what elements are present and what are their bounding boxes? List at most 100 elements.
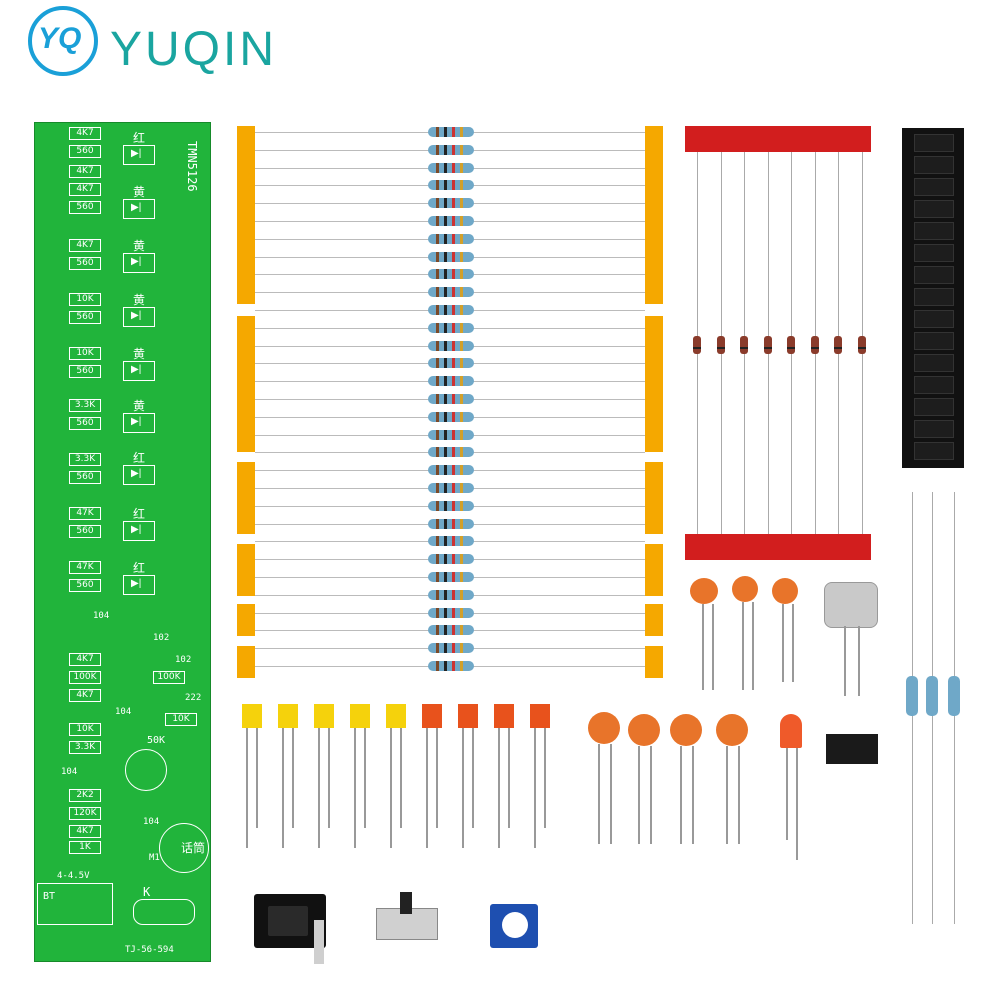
diode (740, 336, 748, 354)
diode (716, 336, 725, 354)
pcb-resistor-label: 10K (165, 713, 197, 726)
diode (787, 336, 795, 354)
carrier-pocket (914, 398, 954, 416)
slide-switch-knob (400, 892, 412, 914)
led-footprint (123, 521, 155, 541)
resistor-tape-right (645, 316, 663, 452)
carrier-pocket (914, 310, 954, 328)
pcb-resistor-label: 47K (69, 561, 101, 574)
pcb-resistor-label: 560 (69, 257, 101, 270)
resistor (428, 322, 474, 333)
square-led (242, 704, 262, 728)
led-lead (364, 728, 366, 828)
led-color-label: 红 (133, 451, 146, 465)
pcb-resistor-label: 4K7 (69, 689, 101, 702)
led-lead (328, 728, 330, 828)
resistor (428, 394, 474, 404)
resistor (428, 198, 474, 209)
led-lead (498, 728, 500, 848)
power-label: 4-4.5V (57, 871, 90, 881)
cap-lead (650, 746, 652, 844)
led-lead (534, 728, 536, 848)
carrier-pocket (914, 222, 954, 240)
carrier-pocket (914, 288, 954, 306)
resistor (428, 554, 474, 565)
resistor (428, 518, 474, 529)
led-lead (246, 728, 248, 848)
pot-footprint (125, 749, 167, 791)
cap-lead (692, 746, 694, 844)
resistor (428, 144, 474, 155)
carrier-pocket (914, 266, 954, 284)
pcb-resistor-label: 120K (69, 807, 101, 820)
pcb-resistor-label: 560 (69, 579, 101, 592)
pcb-resistor-label: 4K7 (69, 165, 101, 178)
diode-tape-bottom (685, 534, 871, 560)
resistor (428, 607, 474, 618)
ceramic-capacitor (588, 712, 620, 744)
cap-lead (792, 604, 794, 682)
pcb-resistor-label: 3.3K (69, 453, 101, 466)
dc-jack-opening (268, 906, 308, 936)
pcb-resistor-label: 560 (69, 145, 101, 158)
cap-label: 104 (143, 817, 160, 827)
diode (763, 336, 772, 354)
pcb-resistor-label: 4K7 (69, 239, 101, 252)
resistor (926, 676, 938, 716)
square-led (278, 704, 298, 728)
cap-lead (610, 744, 612, 844)
battery-footprint (37, 883, 113, 925)
pcb-resistor-label: 3.3K (69, 741, 101, 754)
cap-label: 104 (61, 767, 78, 777)
square-led (314, 704, 334, 728)
ceramic-capacitor (716, 714, 748, 746)
cap-lead (598, 744, 600, 844)
resistor (428, 251, 474, 262)
resistor (428, 661, 474, 671)
resistor (428, 411, 474, 422)
carrier-pocket (914, 134, 954, 152)
part-number: TJ-56-594 (125, 945, 174, 955)
carrier-pocket (914, 354, 954, 372)
carrier-pocket (914, 376, 954, 394)
carrier-pocket (914, 244, 954, 262)
led-lead (282, 728, 284, 848)
pcb-resistor-label: 4K7 (69, 183, 101, 196)
mic-lead (858, 626, 860, 696)
resistor (428, 572, 474, 582)
led-color-label: 黄 (133, 347, 146, 361)
resistor (428, 483, 474, 493)
square-led (422, 704, 442, 728)
resistor (428, 127, 474, 137)
pcb-resistor-label: 100K (69, 671, 101, 684)
resistor (428, 216, 474, 226)
diode-tape-top (685, 126, 871, 152)
led-color-label: 红 (133, 507, 146, 521)
resistor-tape-right (645, 126, 663, 304)
resistor (428, 589, 474, 600)
carrier-pocket (914, 200, 954, 218)
resistor (428, 643, 474, 654)
cap-lead (638, 746, 640, 844)
resistor (428, 465, 474, 476)
pcb-board: TMN5126 4K7 560 4K7 4K7 560 4K7 560 10K … (34, 122, 211, 962)
led-lead (400, 728, 402, 828)
resistor (428, 429, 474, 440)
cap-lead (742, 602, 744, 690)
led-lead (354, 728, 356, 848)
square-led (458, 704, 478, 728)
brand-name: YUQIN (110, 23, 278, 76)
diode (810, 336, 819, 354)
led-color-label: 红 (133, 561, 146, 575)
pot-label: 50K (147, 735, 166, 746)
pcb-resistor-label: 560 (69, 417, 101, 430)
pcb-model-label: TMN5126 (185, 141, 199, 192)
resistor (428, 233, 474, 244)
component-carrier-tape (902, 128, 964, 468)
ceramic-capacitor (628, 714, 660, 746)
switch-footprint (133, 899, 195, 925)
resistor (428, 536, 474, 547)
resistor-tape-left (237, 544, 255, 596)
led-lead (786, 748, 788, 840)
battery-label: BT (43, 891, 56, 902)
